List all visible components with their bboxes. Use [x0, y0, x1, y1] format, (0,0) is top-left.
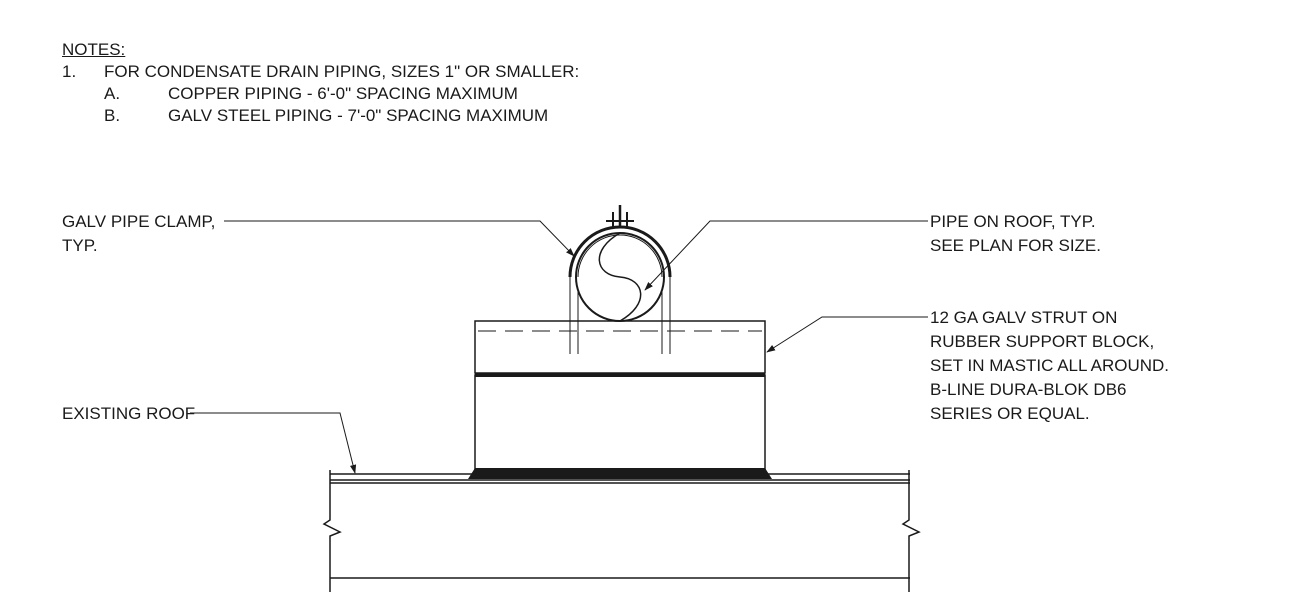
strut-label-line1: 12 GA GALV STRUT ON: [930, 308, 1118, 327]
leader-strut: [766, 316, 928, 353]
roof-slab: [322, 470, 921, 592]
clamp-label-line2: TYP.: [62, 236, 98, 255]
mastic-bead: [468, 468, 772, 479]
strut-label-line2: RUBBER SUPPORT BLOCK,: [930, 332, 1155, 351]
note-1-number: 1.: [62, 62, 77, 81]
strut-label-line3: SET IN MASTIC ALL AROUND.: [930, 356, 1170, 375]
clamp-bolt: [606, 205, 634, 228]
leader-roof: [190, 412, 357, 474]
strut-label-line4: B-LINE DURA-BLOK DB6: [930, 380, 1127, 399]
clamp-label-line1: GALV PIPE CLAMP,: [62, 212, 216, 231]
note-1b-text: GALV STEEL PIPING - 7'-0" SPACING MAXIMU…: [168, 106, 549, 125]
rubber-support-block: [468, 374, 772, 479]
roof-label: EXISTING ROOF: [62, 404, 196, 423]
note-1b-letter: B.: [104, 106, 121, 125]
note-1-text: FOR CONDENSATE DRAIN PIPING, SIZES 1" OR…: [104, 62, 580, 81]
note-1a-letter: A.: [104, 84, 121, 103]
galv-strut: [474, 320, 766, 377]
strut-label-line5: SERIES OR EQUAL.: [930, 404, 1090, 423]
note-1a-text: COPPER PIPING - 6'-0" SPACING MAXIMUM: [168, 84, 518, 103]
pipe-label-line2: SEE PLAN FOR SIZE.: [930, 236, 1101, 255]
notes-heading: NOTES:: [62, 40, 126, 59]
pipe: [575, 232, 665, 322]
leader-pipe: [644, 220, 928, 291]
leader-clamp: [224, 220, 575, 257]
pipe-label-line1: PIPE ON ROOF, TYP.: [930, 212, 1096, 231]
